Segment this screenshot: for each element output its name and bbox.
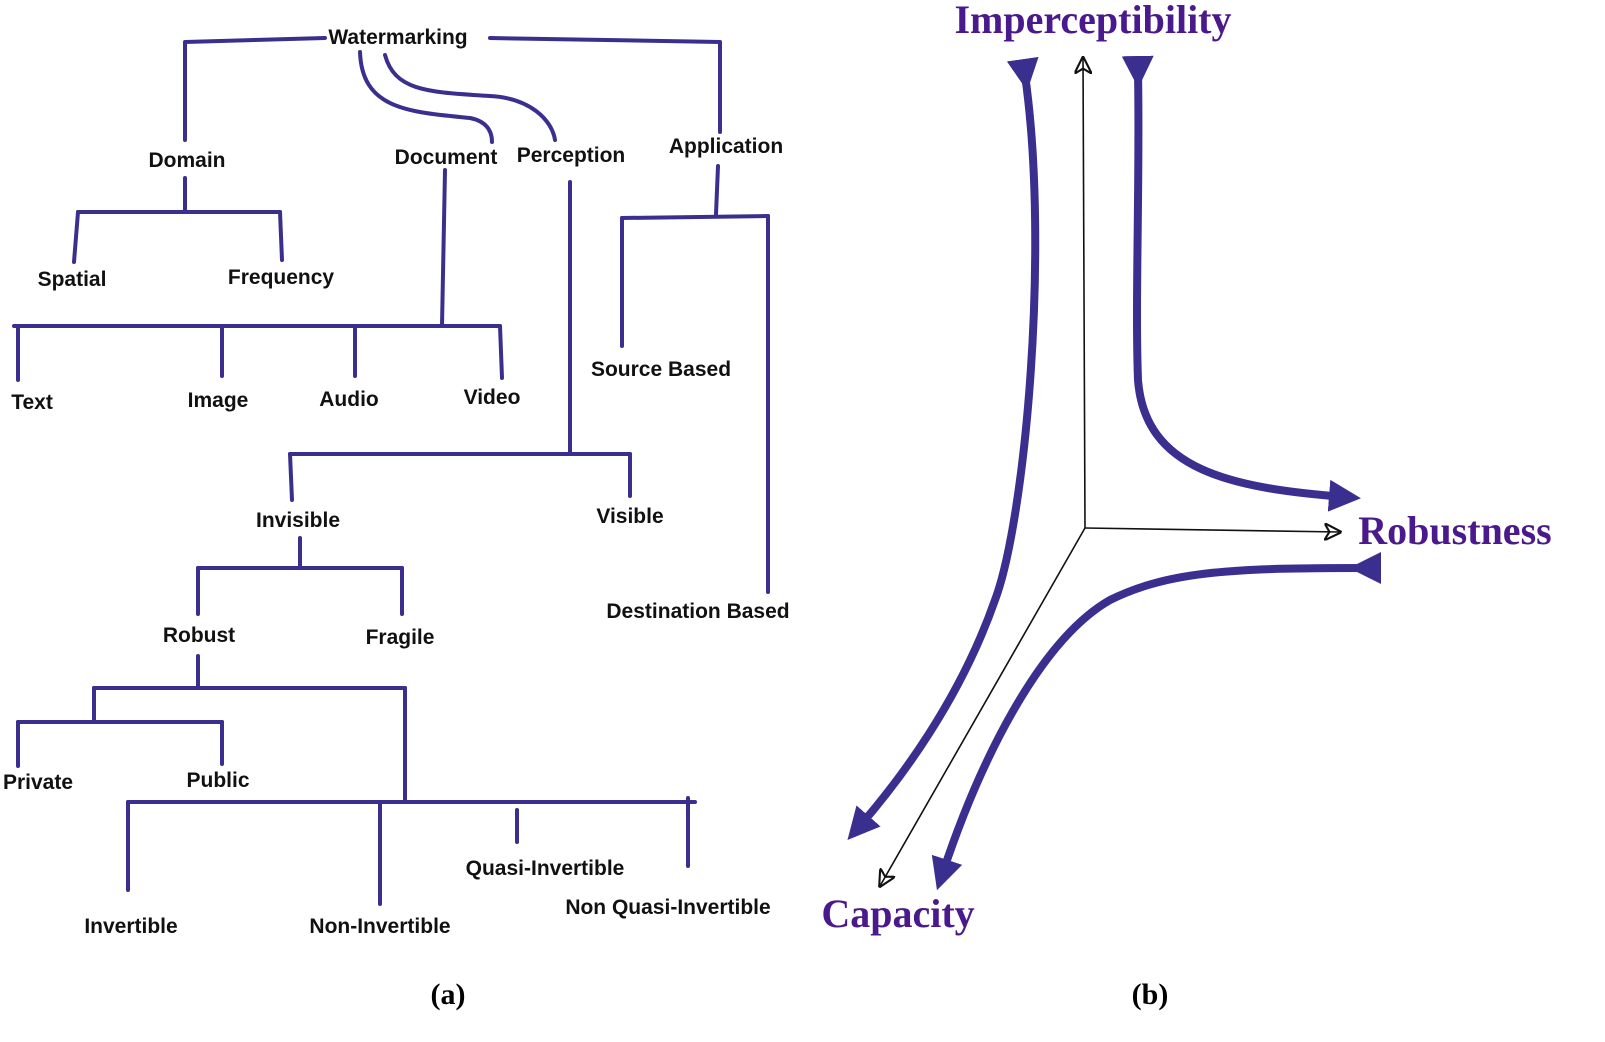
panel-a-caption: (a) — [431, 978, 466, 1011]
domain-label: Domain — [148, 149, 225, 172]
invisible-drop-line — [288, 452, 294, 502]
quasi-invertible-label: Quasi-Invertible — [466, 857, 625, 880]
application-stem-line — [714, 164, 720, 216]
watermarking-taxonomy-tree: Watermarking Domain Document Perception … — [3, 26, 790, 938]
source-based-label: Source Based — [591, 358, 731, 381]
public-label: Public — [186, 769, 249, 792]
frequency-label: Frequency — [228, 266, 335, 289]
video-drop-line — [498, 324, 504, 380]
non-quasi-invertible-label: Non Quasi-Invertible — [565, 896, 770, 919]
frequency-drop-line — [278, 210, 284, 262]
destination-based-label: Destination Based — [606, 600, 789, 623]
spatial-drop-line — [72, 210, 80, 264]
root-label: Watermarking — [328, 26, 467, 49]
robust-label: Robust — [163, 624, 235, 647]
tradeoff-diagram: Imperceptibility Robustness Capacity — [821, 0, 1551, 936]
non-invertible-label: Non-Invertible — [309, 915, 450, 938]
root-to-perception-line — [383, 53, 557, 142]
application-label: Application — [669, 135, 783, 158]
root-to-domain-line — [183, 36, 327, 142]
document-label: Document — [395, 146, 498, 169]
root-to-application-line — [488, 36, 722, 134]
document-stem-line — [440, 168, 447, 328]
application-branch-line — [620, 214, 770, 220]
imperceptibility-axis — [1083, 58, 1085, 529]
fragile-label: Fragile — [366, 626, 435, 649]
video-label: Video — [464, 386, 521, 409]
capacity-label: Capacity — [821, 891, 974, 936]
invisible-label: Invisible — [256, 509, 340, 532]
imperceptibility-robustness-curve — [1121, 55, 1361, 512]
audio-label: Audio — [319, 388, 378, 411]
visible-label: Visible — [596, 505, 663, 528]
imperceptibility-label: Imperceptibility — [954, 0, 1231, 42]
invertible-label: Invertible — [84, 915, 177, 938]
robustness-axis — [1084, 528, 1340, 532]
capacity-axis — [880, 527, 1086, 886]
robustness-capacity-curve — [931, 551, 1382, 891]
robustness-label: Robustness — [1358, 508, 1551, 553]
root-to-document-line — [358, 50, 494, 144]
image-label: Image — [188, 389, 249, 412]
text-label: Text — [11, 391, 53, 414]
spatial-label: Spatial — [38, 268, 107, 291]
private-label: Private — [3, 771, 73, 794]
perception-label: Perception — [517, 144, 626, 167]
panel-b-caption: (b) — [1132, 978, 1169, 1011]
